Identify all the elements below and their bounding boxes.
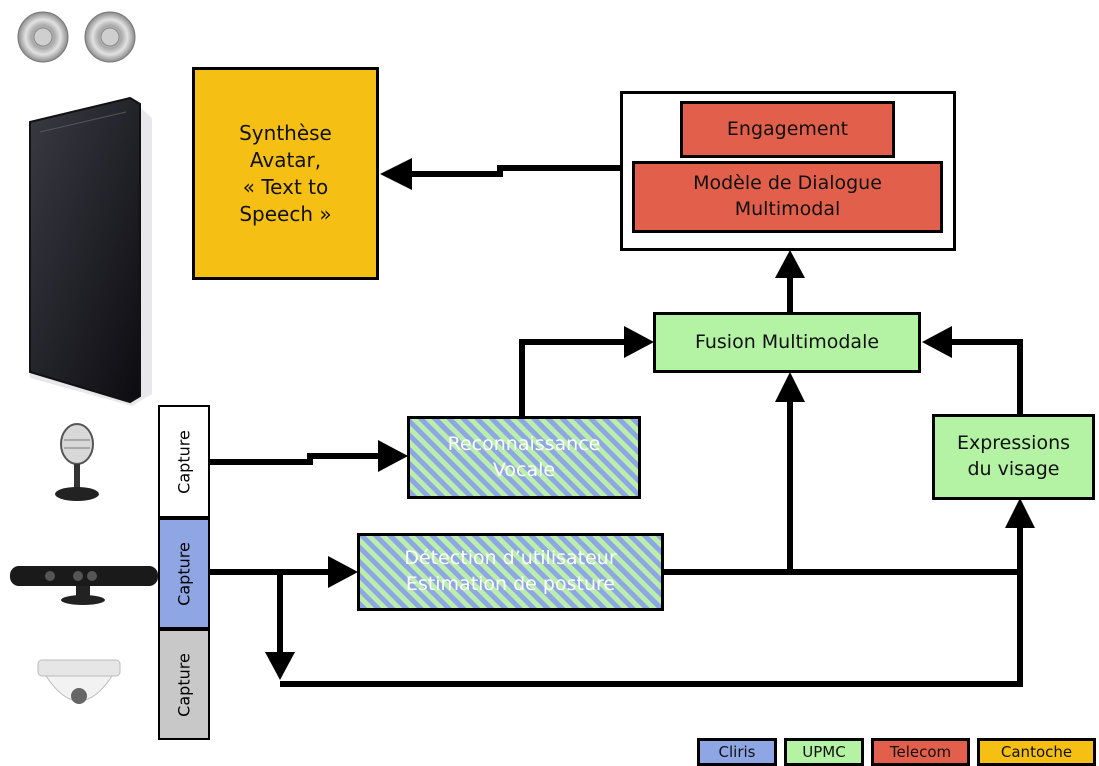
reconnaissance-vocale-box: Reconnaissance Vocale (407, 416, 641, 499)
legend-upmc: UPMC (784, 738, 864, 766)
fusion-multimodale-box: Fusion Multimodale (653, 312, 921, 373)
screen-icon (29, 96, 152, 406)
capture-label: Capture (174, 541, 194, 606)
speakers-icon (17, 11, 136, 63)
microphone-icon (55, 423, 99, 501)
capture-camera: Capture (158, 629, 210, 740)
legend-cantoche: Cantoche (977, 738, 1096, 766)
detection-posture-box: Détection d’utilisateur Estimation de po… (357, 533, 664, 611)
kinect-sensor-icon (10, 566, 158, 605)
dome-camera-icon (37, 659, 121, 704)
capture-label: Capture (174, 429, 194, 494)
legend-cliris: Cliris (697, 738, 777, 766)
legend-telecom: Telecom (871, 738, 970, 766)
expressions-visage-box: Expressions du visage (932, 414, 1095, 500)
capture-audio: Capture (158, 405, 210, 518)
capture-label: Capture (174, 652, 194, 717)
synthese-avatar-box: Synthèse Avatar, « Text to Speech » (192, 67, 379, 280)
capture-kinect: Capture (158, 518, 210, 629)
dialogue-model-box: Modèle de Dialogue Multimodal (632, 161, 943, 233)
engagement-box: Engagement (680, 101, 895, 158)
